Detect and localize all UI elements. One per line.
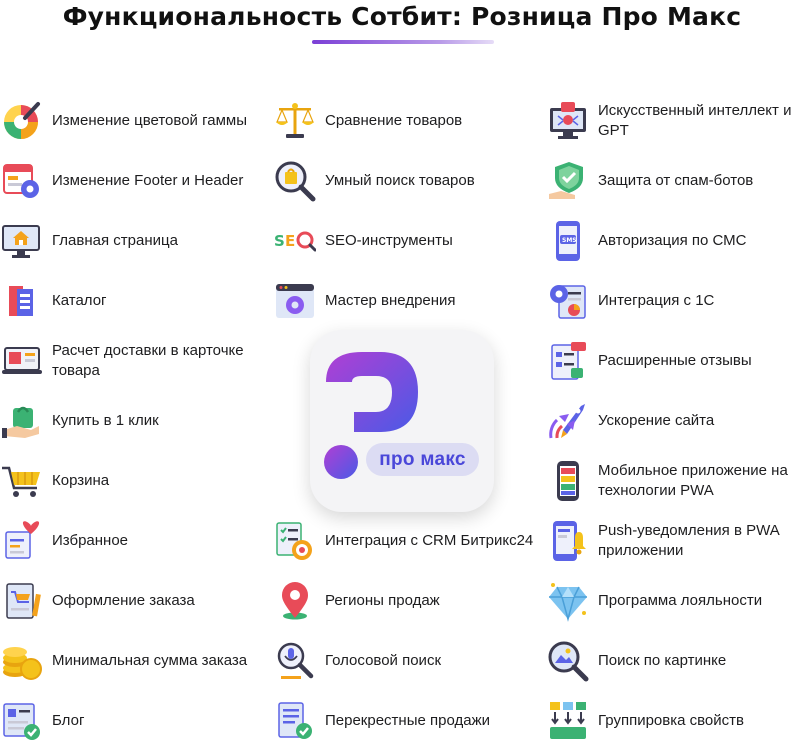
feature-label: Ускорение сайта bbox=[598, 412, 715, 429]
scales-icon bbox=[273, 99, 317, 143]
favorites-heart-icon bbox=[0, 519, 44, 563]
feature-anti-spam: Защита от спам-ботов bbox=[546, 159, 804, 203]
feature-label: Избранное bbox=[52, 532, 129, 549]
shield-check-icon bbox=[546, 159, 590, 203]
blog-document-icon bbox=[0, 699, 44, 743]
feature-label: Мобильное приложение на технологии PWA bbox=[598, 462, 788, 499]
feature-cart: Корзина bbox=[0, 459, 262, 503]
feature-compare: Сравнение товаров bbox=[273, 99, 535, 143]
feature-label: Блог bbox=[52, 712, 85, 729]
feature-cross-sell: Перекрестные продажи bbox=[273, 699, 535, 743]
feature-label: Изменение Footer и Header bbox=[52, 172, 244, 189]
one-click-bag-icon bbox=[0, 399, 44, 443]
smart-search-icon bbox=[273, 159, 317, 203]
feature-catalog: Каталог bbox=[0, 279, 262, 323]
feature-label: Интеграция с 1С bbox=[598, 292, 715, 309]
map-pin-icon bbox=[273, 579, 317, 623]
feature-sales-regions: Регионы продаж bbox=[273, 579, 535, 623]
feature-image-search: Поиск по картинке bbox=[546, 639, 804, 683]
mobile-app-icon bbox=[546, 459, 590, 503]
feature-label: Сравнение товаров bbox=[325, 112, 463, 129]
feature-footer-header: Изменение Footer и Header bbox=[0, 159, 262, 203]
feature-label: Интеграция с CRM Битрикс24 bbox=[325, 532, 534, 549]
feature-favorites: Избранное bbox=[0, 519, 262, 563]
feature-label: Регионы продаж bbox=[325, 592, 440, 609]
page-title: Функциональность Сотбит: Розница Про Мак… bbox=[62, 2, 742, 31]
feature-label: Мастер внедрения bbox=[325, 292, 456, 309]
feature-label: Минимальная сумма заказа bbox=[52, 652, 248, 669]
order-checkout-icon bbox=[0, 579, 44, 623]
feature-property-grouping: Группировка свойств bbox=[546, 699, 804, 743]
feature-label: Поиск по картинке bbox=[598, 652, 727, 669]
feature-label: Группировка свойств bbox=[598, 712, 744, 729]
feature-ai-gpt: Искусственный интеллект и GPT bbox=[546, 99, 804, 143]
feature-color-scheme: Изменение цветовой гаммы bbox=[0, 99, 262, 143]
diamond-icon bbox=[546, 579, 590, 623]
feature-label: Главная страница bbox=[52, 232, 178, 249]
grouping-arrows-icon bbox=[546, 699, 590, 743]
feature-loyalty: Программа лояльности bbox=[546, 579, 804, 623]
pro-max-logo bbox=[310, 330, 494, 512]
feature-label: Перекрестные продажи bbox=[325, 712, 490, 729]
feature-label: Корзина bbox=[52, 472, 110, 489]
rocket-speed-icon bbox=[546, 399, 590, 443]
sms-phone-icon: SMS bbox=[546, 219, 590, 263]
feature-push: Push-уведомления в PWA приложении bbox=[546, 519, 804, 563]
home-monitor-icon bbox=[0, 219, 44, 263]
feature-label: Изменение цветовой гаммы bbox=[52, 112, 247, 129]
feature-label: SEO-инструменты bbox=[325, 232, 453, 249]
image-search-icon bbox=[546, 639, 590, 683]
feature-site-speed: Ускорение сайта bbox=[546, 399, 804, 443]
feature-label: Защита от спам-ботов bbox=[598, 172, 754, 189]
title-underline bbox=[312, 40, 494, 44]
feature-label: Каталог bbox=[52, 292, 107, 309]
delivery-laptop-icon bbox=[0, 339, 44, 383]
feature-label: Оформление заказа bbox=[52, 592, 195, 609]
coins-icon bbox=[0, 639, 44, 683]
cart-icon bbox=[0, 459, 44, 503]
feature-label: Купить в 1 клик bbox=[52, 412, 159, 429]
feature-one-click: Купить в 1 клик bbox=[0, 399, 262, 443]
feature-1c-integration: Интеграция с 1С bbox=[546, 279, 804, 323]
pro-max-badge: про макс bbox=[366, 443, 479, 476]
feature-label: Голосовой поиск bbox=[325, 652, 442, 669]
catalog-book-icon bbox=[0, 279, 44, 323]
feature-delivery-calc: Расчет доставки в карточке товара bbox=[0, 339, 262, 383]
feature-checkout: Оформление заказа bbox=[0, 579, 262, 623]
feature-label: Расчет доставки в карточке товара bbox=[52, 342, 244, 379]
feature-min-order: Минимальная сумма заказа bbox=[0, 639, 262, 683]
gear-document-icon bbox=[546, 279, 590, 323]
feature-label: Умный поиск товаров bbox=[325, 172, 475, 189]
cross-sell-icon bbox=[273, 699, 317, 743]
reviews-icon bbox=[546, 339, 590, 383]
feature-smart-search: Умный поиск товаров bbox=[273, 159, 535, 203]
feature-voice-search: Голосовой поиск bbox=[273, 639, 535, 683]
svg-text:S: S bbox=[274, 232, 285, 250]
feature-label: Программа лояльности bbox=[598, 592, 763, 609]
feature-sms-auth: SMS Авторизация по СМС bbox=[546, 219, 804, 263]
feature-crm: Интеграция с CRM Битрикс24 bbox=[273, 519, 535, 563]
feature-home-page: Главная страница bbox=[0, 219, 262, 263]
voice-search-icon bbox=[273, 639, 317, 683]
ai-chip-icon bbox=[546, 99, 590, 143]
layout-settings-icon bbox=[0, 159, 44, 203]
feature-label: Авторизация по СМС bbox=[598, 232, 747, 249]
crm-integration-icon bbox=[273, 519, 317, 563]
color-wheel-icon bbox=[0, 99, 44, 143]
feature-pwa-app: Мобильное приложение на технологии PWA bbox=[546, 459, 804, 503]
feature-label: Push-уведомления в PWA приложении bbox=[598, 522, 779, 559]
feature-label: Расширенные отзывы bbox=[598, 352, 752, 369]
feature-blog: Блог bbox=[0, 699, 262, 743]
feature-label: Искусственный интеллект и GPT bbox=[598, 102, 792, 139]
svg-text:SMS: SMS bbox=[562, 237, 577, 244]
setup-wizard-icon bbox=[273, 279, 317, 323]
svg-text:E: E bbox=[285, 232, 295, 250]
push-bell-icon bbox=[546, 519, 590, 563]
feature-reviews: Расширенные отзывы bbox=[546, 339, 804, 383]
feature-setup-wizard: Мастер внедрения bbox=[273, 279, 535, 323]
